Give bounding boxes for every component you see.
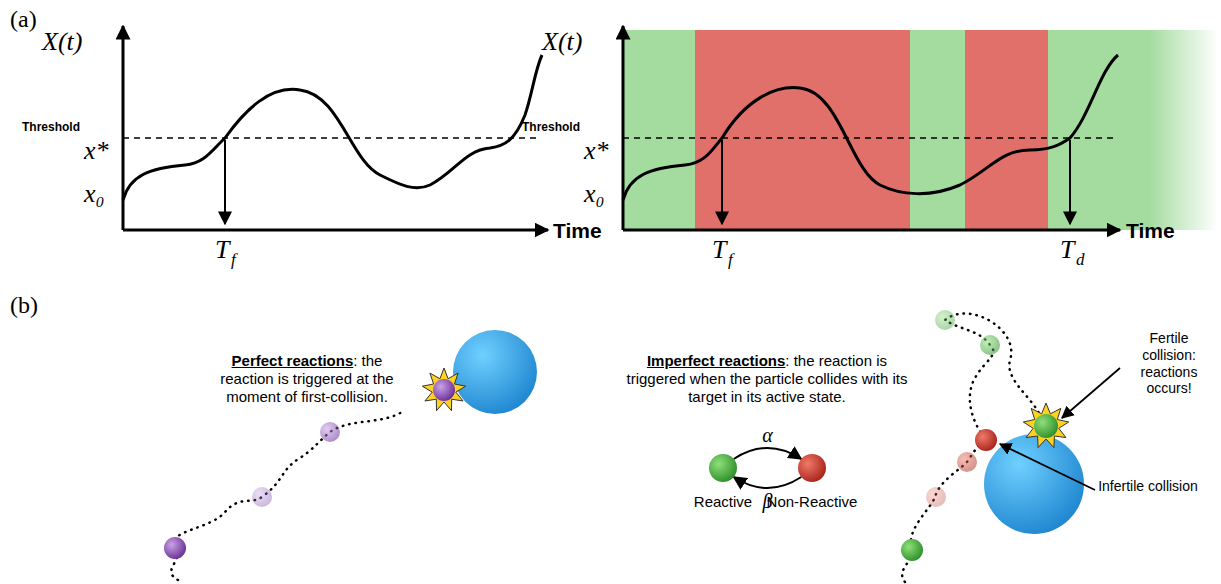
subscript: f (728, 251, 733, 270)
threshold-label: Threshold (522, 121, 580, 134)
collision-burst (422, 368, 465, 411)
description-text: Imperfect reactions: the reaction is tri… (622, 352, 912, 406)
heading: Perfect reactions (232, 352, 354, 369)
transition-arrow (734, 448, 802, 459)
start-symbol: x₀ (584, 180, 605, 209)
rate-label: β (763, 491, 773, 511)
start-symbol: x₀ (84, 180, 105, 209)
panel-label: (a) (10, 6, 37, 32)
state-circle (797, 453, 827, 483)
collision-burst (1023, 403, 1068, 448)
threshold-label: Threshold (22, 121, 80, 134)
transition-arrow (734, 477, 802, 488)
description-text: Perfect reactions: the reaction is trigg… (212, 352, 402, 406)
threshold-symbol: x* (584, 137, 609, 166)
time-symbol: T (712, 236, 726, 265)
subscript: f (231, 251, 236, 270)
axis-label: Time (1126, 219, 1175, 242)
state-label: Reactive (668, 493, 778, 510)
axis-label: Time (553, 219, 602, 242)
state-circle (708, 453, 738, 483)
heading: Imperfect reactions (647, 352, 785, 369)
panel-label: (b) (10, 292, 38, 318)
state-node: Non-Reactive (757, 453, 867, 510)
axis-label: X(t) (42, 28, 82, 57)
axis-label: X(t) (542, 28, 582, 57)
state-label: Non-Reactive (757, 493, 867, 510)
state-node: Reactive (668, 453, 778, 510)
callout-note: Fertile collision: reactions occurs! (1122, 330, 1216, 397)
threshold-symbol: x* (84, 137, 109, 166)
callout-note: Infertile collision (1098, 478, 1198, 495)
time-symbol: T (215, 236, 229, 265)
rate-label: α (762, 425, 773, 445)
subscript: d (1076, 251, 1085, 270)
time-symbol: T (1060, 236, 1074, 265)
